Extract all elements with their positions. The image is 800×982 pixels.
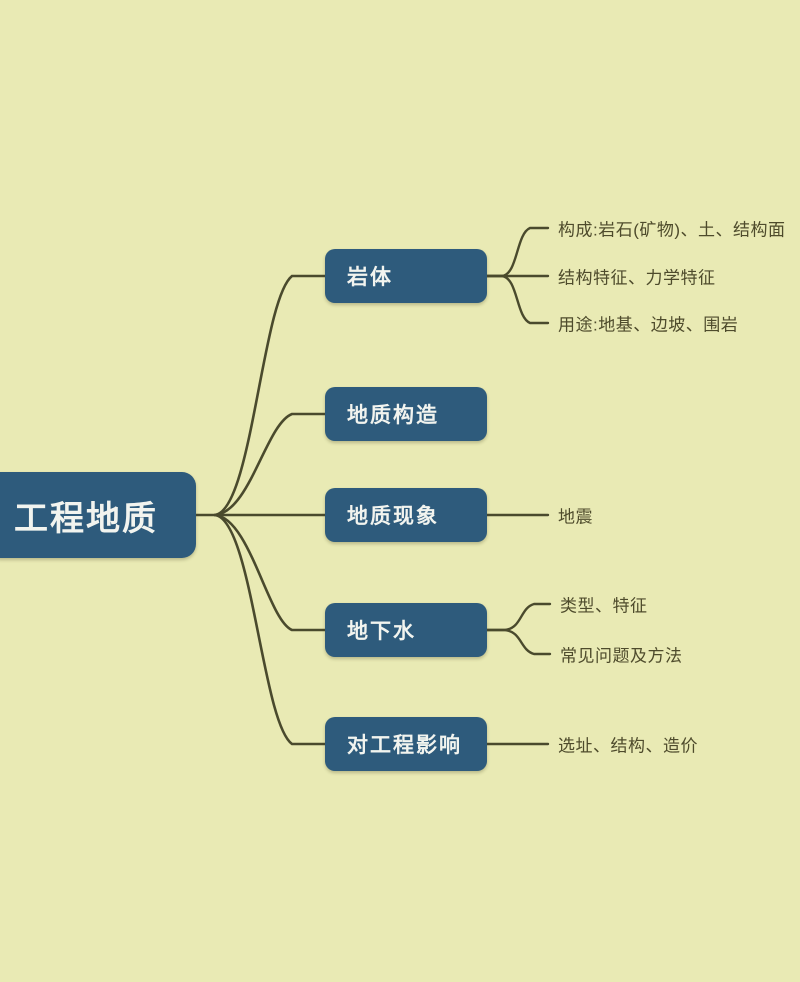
branch-node-yanti[interactable]: 岩体 — [325, 249, 487, 303]
leaf-label: 常见问题及方法 — [560, 646, 683, 666]
leaf-label: 结构特征、力学特征 — [558, 268, 716, 288]
edge-root-to-branch-3 — [213, 513, 327, 632]
edge-branch-3-leaf-1 — [485, 628, 552, 656]
branch-node-dixiashui[interactable]: 地下水 — [325, 603, 487, 657]
leaf-label: 用途:地基、边坡、围岩 — [558, 315, 739, 335]
edge-branch-3-leaf-0 — [485, 602, 552, 632]
branch-node-label: 地下水 — [347, 620, 416, 643]
branch-node-duigongchengyingxiang[interactable]: 对工程影响 — [325, 717, 487, 771]
leaf-label: 类型、特征 — [560, 596, 648, 616]
edge-root-to-branch-0 — [213, 274, 327, 517]
branch-node-label: 岩体 — [347, 266, 393, 289]
branch-node-label: 地质现象 — [347, 505, 439, 528]
root-node[interactable]: 工程地质 — [0, 472, 196, 558]
branch-node-label: 地质构造 — [347, 404, 439, 427]
branch-node-dizhigouzao[interactable]: 地质构造 — [325, 387, 487, 441]
edge-branch-0-leaf-0 — [485, 226, 550, 278]
root-node-label: 工程地质 — [14, 499, 158, 538]
branch-node-dizhixianxiang[interactable]: 地质现象 — [325, 488, 487, 542]
leaf-label: 地震 — [558, 507, 593, 527]
edge-root-to-branch-4 — [213, 513, 327, 746]
leaf-label: 构成:岩石(矿物)、土、结构面 — [558, 220, 786, 240]
edge-branch-0-leaf-2 — [485, 274, 550, 325]
leaf-label: 选址、结构、造价 — [558, 736, 698, 756]
branch-node-label: 对工程影响 — [347, 734, 462, 757]
edge-root-to-branch-1 — [213, 412, 327, 517]
